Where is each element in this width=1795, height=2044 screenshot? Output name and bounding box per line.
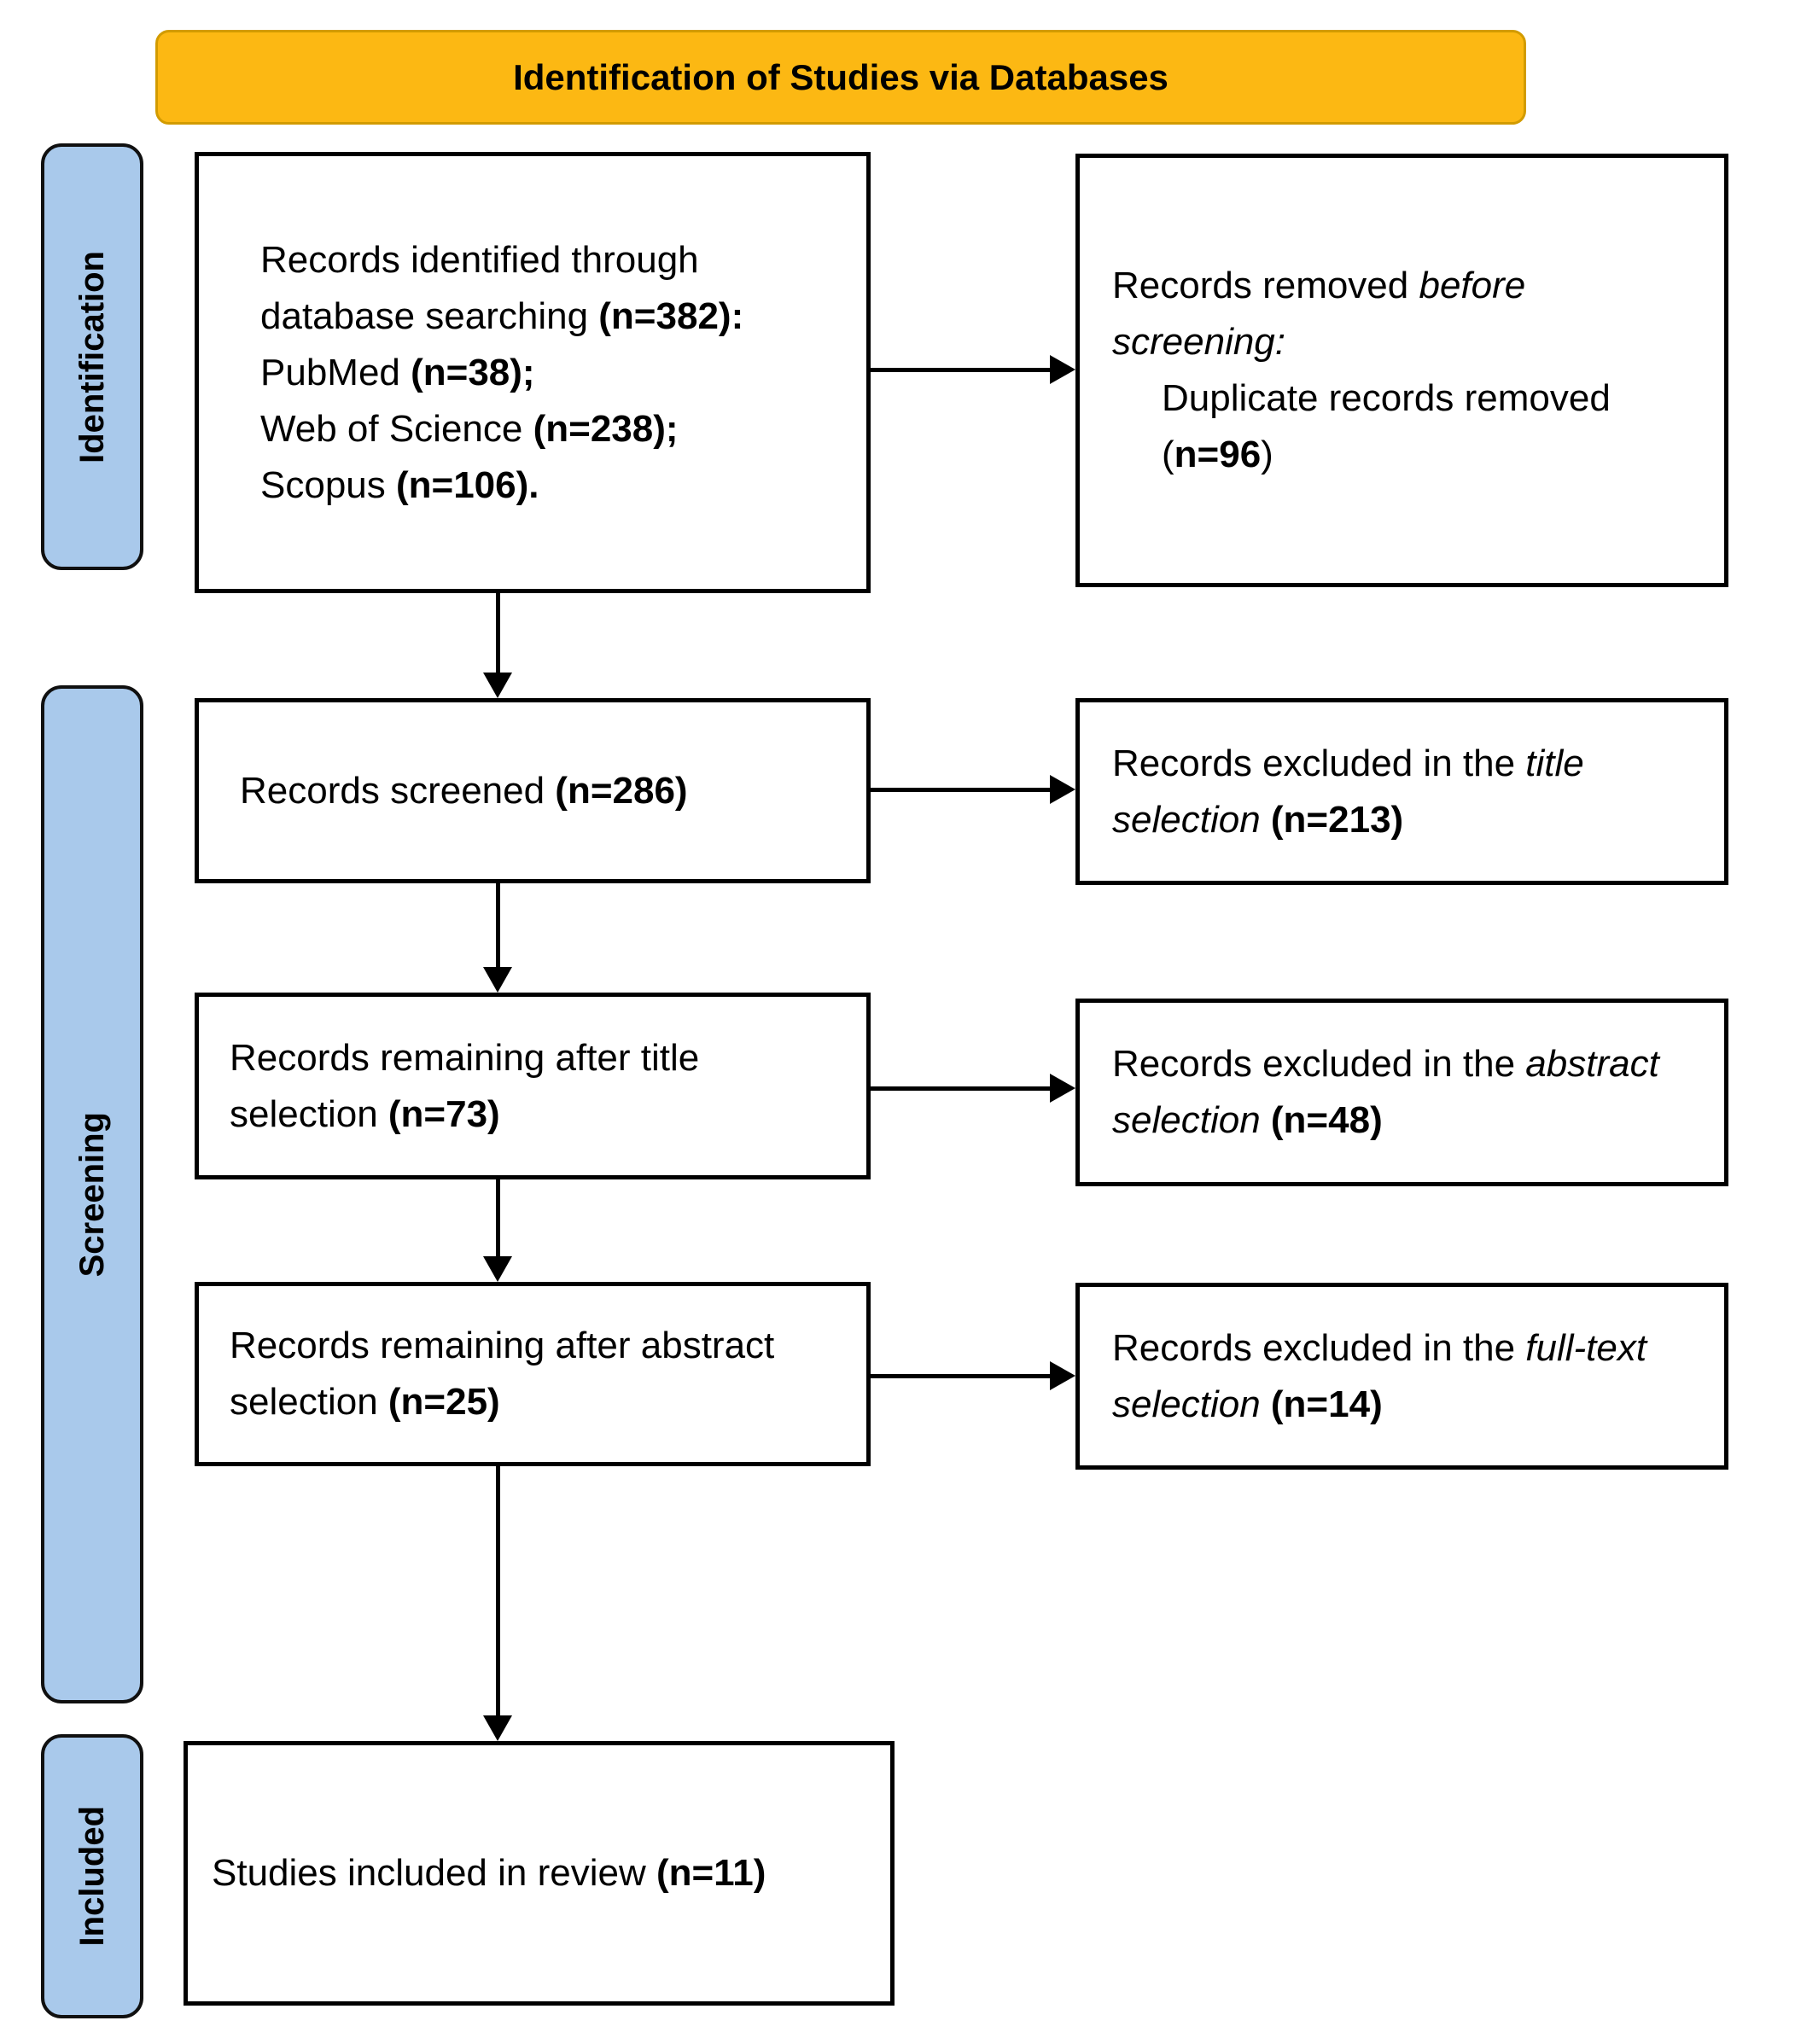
arrow-right-abstract-remaining-to-fulltext-excluded xyxy=(871,1361,1075,1390)
stage-label-screening-text: Screening xyxy=(73,1111,111,1278)
stage-label-identification: Identification xyxy=(41,143,143,570)
arrow-right-screened-to-title-excluded xyxy=(871,775,1075,804)
arrow-right-title-remaining-to-abstract-excluded xyxy=(871,1074,1075,1103)
arrow-down-title-to-abstract-remaining xyxy=(483,1179,512,1282)
box-records-screened: Records screened (n=286) xyxy=(195,698,871,883)
stage-label-identification-text: Identification xyxy=(73,250,111,463)
stage-label-included-text: Included xyxy=(73,1806,111,1947)
stage-label-screening: Screening xyxy=(41,685,143,1703)
banner-title: Identification of Studies via Databases xyxy=(155,30,1526,125)
stage-label-included: Included xyxy=(41,1734,143,2018)
box-studies-included-text: Studies included in review (n=11) xyxy=(212,1852,766,1894)
arrow-right-identified-to-removed xyxy=(871,355,1075,384)
banner-title-label: Identification of Studies via Databases xyxy=(513,56,1168,97)
box-studies-included: Studies included in review (n=11) xyxy=(184,1741,895,2006)
arrow-down-identified-to-screened xyxy=(483,593,512,698)
arrow-down-abstract-to-included xyxy=(483,1466,512,1741)
arrow-down-screened-to-title-remaining xyxy=(483,883,512,993)
box-records-screened-text: Records screened (n=286) xyxy=(240,769,688,812)
